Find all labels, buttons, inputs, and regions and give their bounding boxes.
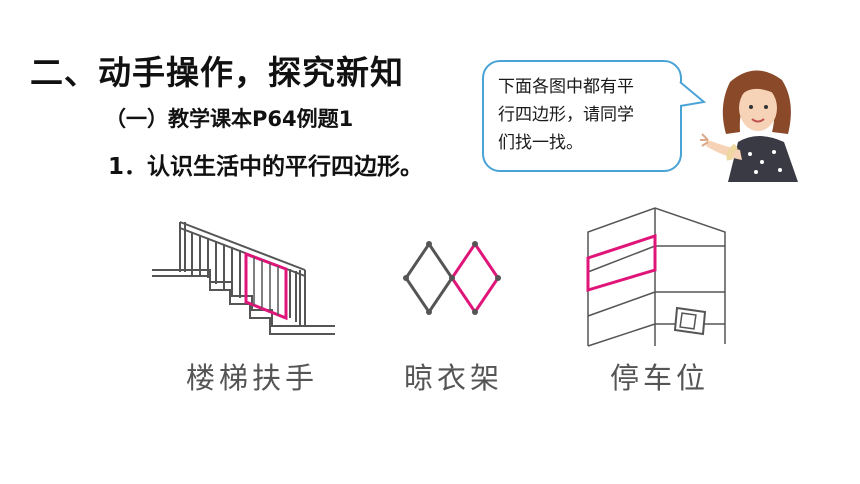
caption-parking-space: 停车位 (610, 361, 710, 395)
speech-line-1: 下面各图中都有平 (498, 77, 634, 97)
caption-handrail: 楼梯扶手 (186, 361, 319, 395)
lesson-subheading: （一）教学课本P64例题1 (105, 107, 354, 131)
lesson-point: 1．认识生活中的平行四边形。 (108, 154, 424, 180)
parking-space-icon (586, 207, 726, 347)
caption-clothes-rack: 晾衣架 (404, 361, 504, 395)
speech-bubble-tail (679, 81, 706, 107)
folding-clothes-rack-icon (403, 241, 501, 315)
staircase-handrail-icon (152, 221, 335, 335)
teacher-icon (700, 70, 798, 182)
speech-line-2: 行四边形，请同学 (498, 105, 634, 125)
speech-bubble: 下面各图中都有平 行四边形，请同学 们找一找。 (482, 60, 682, 172)
speech-line-3: 们找一找。 (498, 133, 583, 153)
section-heading: 二、动手操作，探究新知 (30, 53, 404, 92)
